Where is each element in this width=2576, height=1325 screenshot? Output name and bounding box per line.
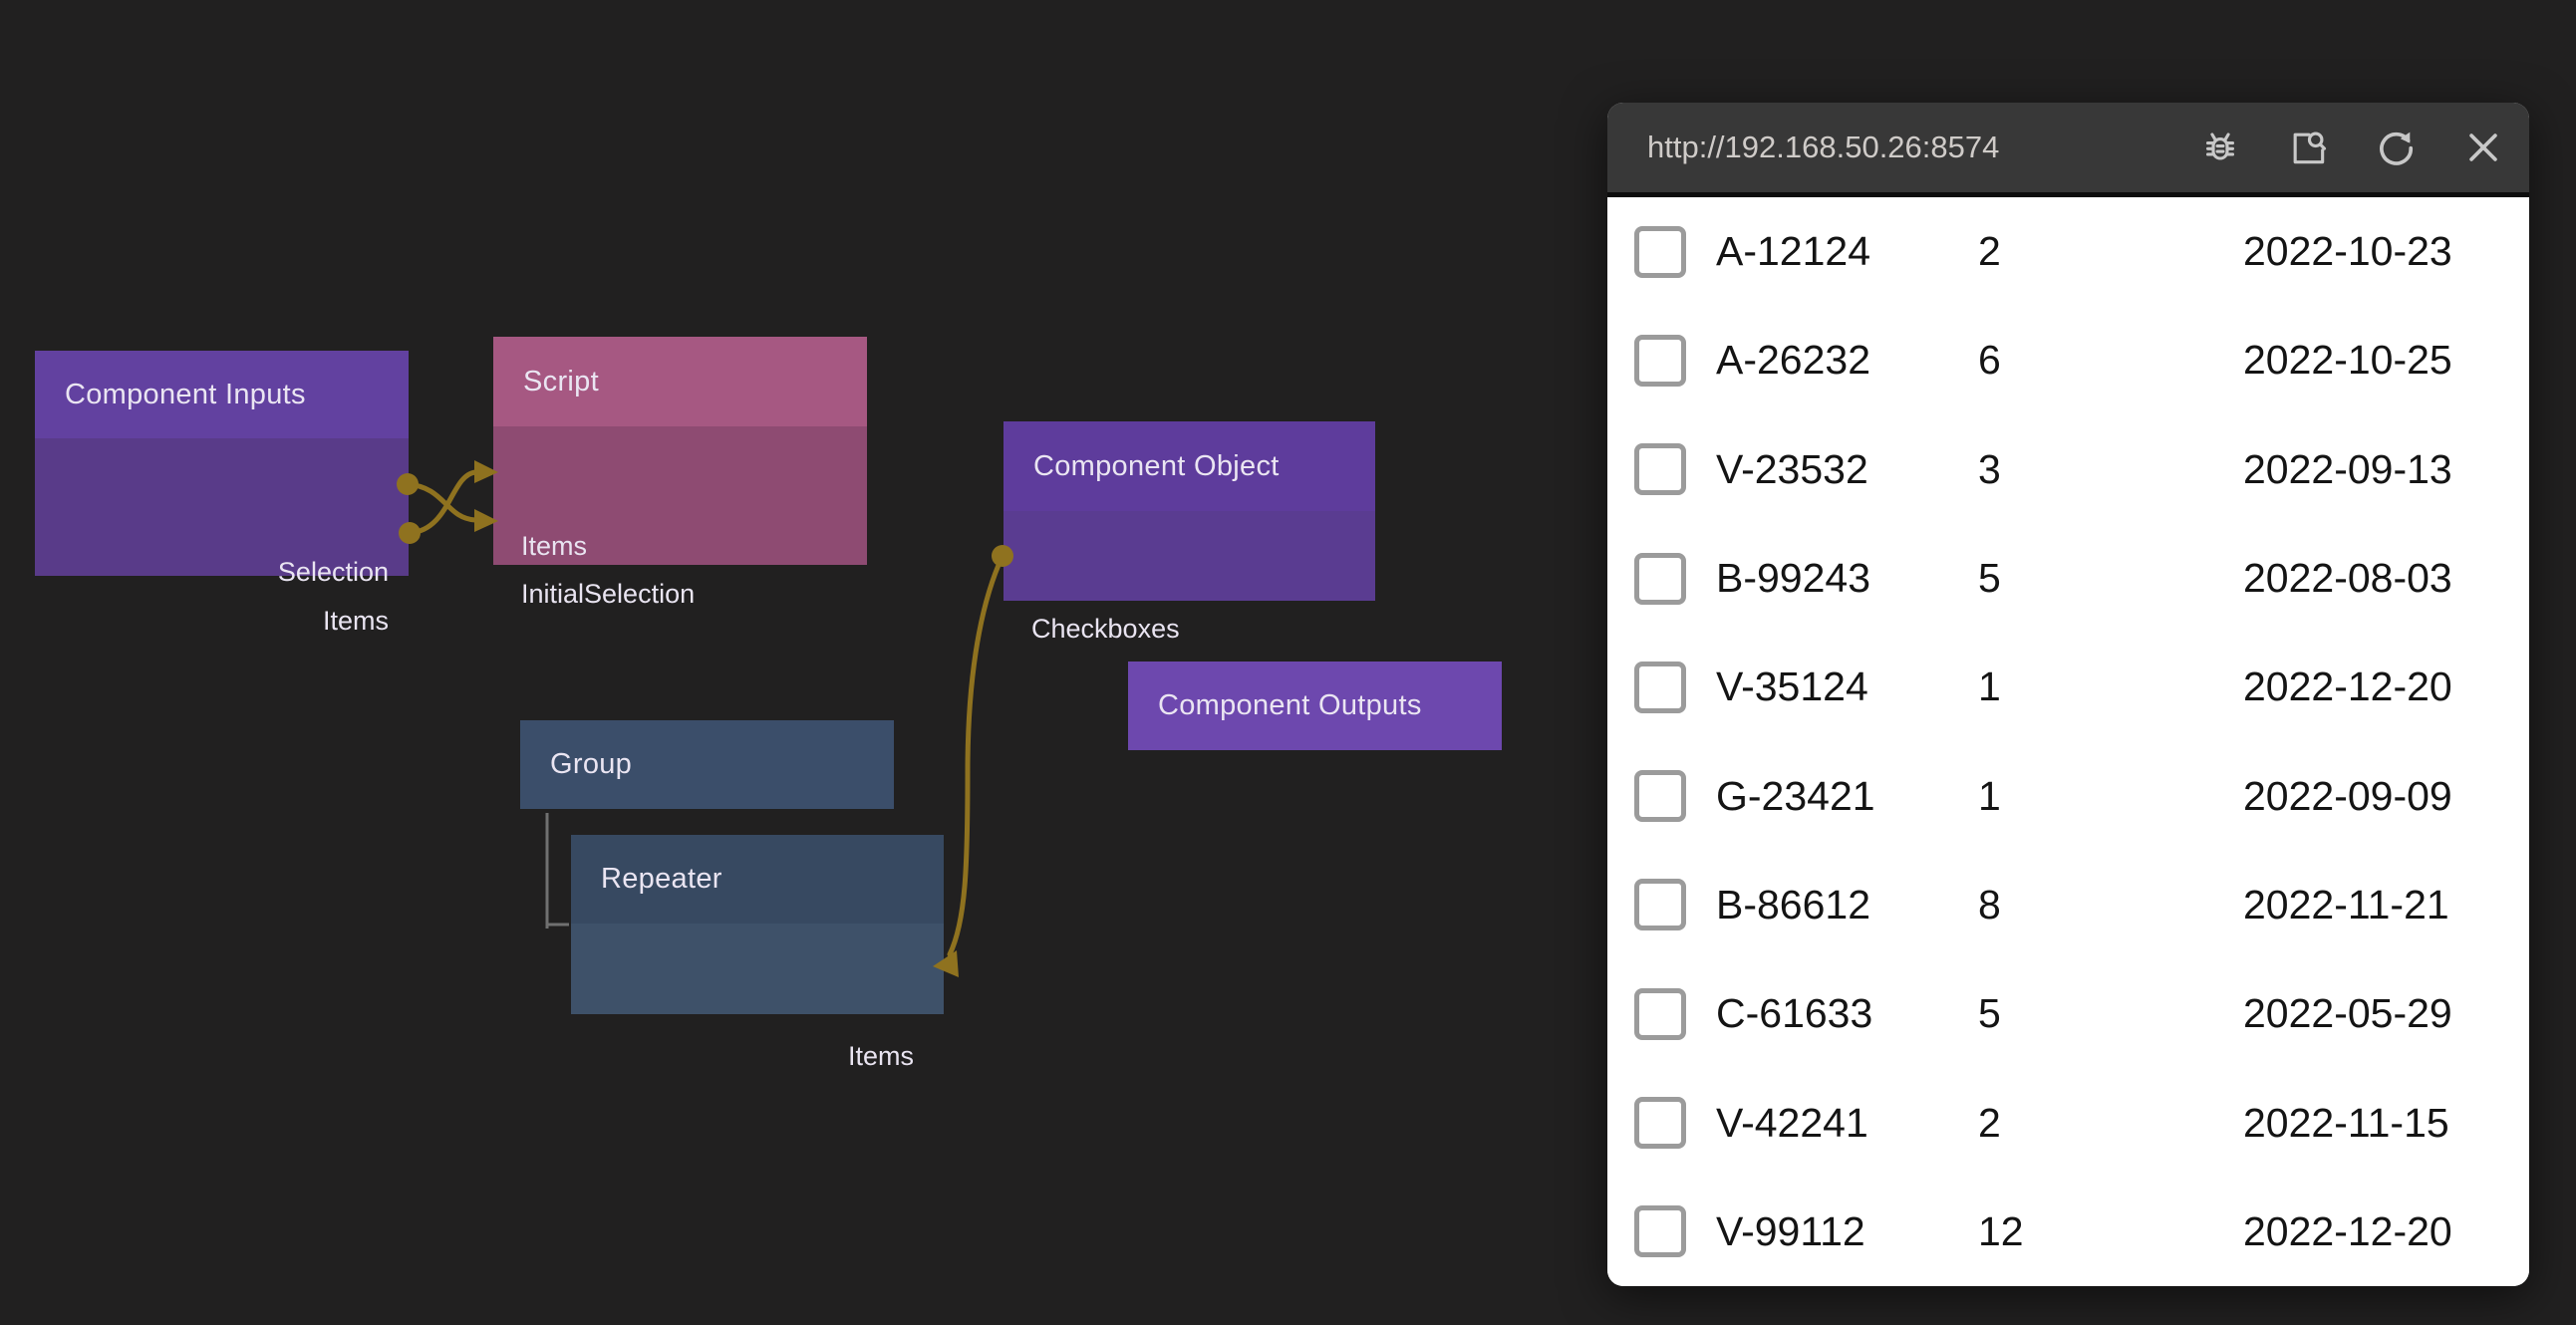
item-id: V-42241 bbox=[1716, 1099, 1868, 1146]
node-body: Items bbox=[571, 924, 944, 1071]
item-id: B-99243 bbox=[1716, 555, 1871, 602]
item-qty: 2 bbox=[1978, 228, 2001, 275]
preview-toolbar bbox=[2198, 126, 2505, 169]
item-id: A-12124 bbox=[1716, 228, 1871, 275]
node-title: Repeater bbox=[571, 835, 944, 924]
row-checkbox[interactable] bbox=[1634, 661, 1686, 713]
row-checkbox[interactable] bbox=[1634, 1205, 1686, 1258]
item-date: 2022-12-20 bbox=[2243, 663, 2452, 710]
list-item[interactable]: A-12124 2 2022-10-23 bbox=[1607, 197, 2529, 306]
item-date: 2022-11-15 bbox=[2243, 1099, 2449, 1146]
item-id: V-23532 bbox=[1716, 445, 1868, 492]
item-qty: 6 bbox=[1978, 337, 2001, 384]
node-component-object[interactable]: Component Object Checkboxes bbox=[1003, 421, 1375, 644]
refresh-icon[interactable] bbox=[2374, 126, 2418, 169]
item-date: 2022-10-23 bbox=[2243, 228, 2452, 275]
item-date: 2022-11-21 bbox=[2243, 881, 2449, 928]
node-body: Checkboxes bbox=[1003, 511, 1375, 644]
node-body: Items InitialSelection bbox=[493, 426, 867, 609]
node-component-outputs[interactable]: Component Outputs bbox=[1128, 662, 1502, 750]
item-date: 2022-09-13 bbox=[2243, 445, 2452, 492]
item-qty: 3 bbox=[1978, 445, 2001, 492]
node-component-inputs[interactable]: Component Inputs Selection Items bbox=[35, 351, 409, 636]
debug-icon[interactable] bbox=[2198, 126, 2242, 169]
row-checkbox[interactable] bbox=[1634, 552, 1686, 605]
node-title: Group bbox=[520, 720, 894, 809]
node-title: Component Object bbox=[1003, 421, 1375, 511]
port-checkboxes-output[interactable]: Checkboxes bbox=[1031, 614, 1180, 644]
group-child-connector bbox=[545, 813, 569, 928]
item-qty: 12 bbox=[1978, 1207, 2024, 1254]
item-date: 2022-12-20 bbox=[2243, 1207, 2452, 1254]
open-preview-icon[interactable] bbox=[2286, 126, 2330, 169]
port-selection-output[interactable]: Selection bbox=[277, 557, 389, 587]
row-checkbox[interactable] bbox=[1634, 225, 1686, 278]
list-item[interactable]: V-35124 1 2022-12-20 bbox=[1607, 633, 2529, 741]
item-qty: 1 bbox=[1978, 772, 2001, 819]
port-initialselection-input[interactable]: InitialSelection bbox=[521, 579, 696, 609]
wire-selection-initialselection bbox=[405, 481, 478, 523]
wire-checkboxes-items bbox=[947, 553, 1005, 957]
row-checkbox[interactable] bbox=[1634, 1097, 1686, 1150]
wire-items-items bbox=[407, 469, 478, 536]
row-checkbox[interactable] bbox=[1634, 987, 1686, 1040]
item-id: A-26232 bbox=[1716, 337, 1871, 384]
list-item[interactable]: V-23532 3 2022-09-13 bbox=[1607, 415, 2529, 524]
node-group[interactable]: Group bbox=[520, 720, 894, 809]
item-id: V-35124 bbox=[1716, 663, 1868, 710]
close-icon[interactable] bbox=[2461, 126, 2505, 169]
list-item[interactable]: B-86612 8 2022-11-21 bbox=[1607, 851, 2529, 959]
node-title: Component Inputs bbox=[35, 351, 409, 438]
preview-header: http://192.168.50.26:8574 bbox=[1607, 103, 2529, 197]
row-checkbox[interactable] bbox=[1634, 334, 1686, 387]
item-qty: 5 bbox=[1978, 555, 2001, 602]
node-title: Component Outputs bbox=[1128, 662, 1502, 750]
item-qty: 1 bbox=[1978, 663, 2001, 710]
port-items-output[interactable]: Items bbox=[322, 606, 389, 636]
port-items-input[interactable]: Items bbox=[847, 1041, 914, 1071]
item-date: 2022-08-03 bbox=[2243, 555, 2452, 602]
item-qty: 5 bbox=[1978, 990, 2001, 1037]
item-date: 2022-09-09 bbox=[2243, 772, 2452, 819]
node-body: Selection Items bbox=[35, 438, 409, 636]
row-checkbox[interactable] bbox=[1634, 443, 1686, 496]
row-checkbox[interactable] bbox=[1634, 770, 1686, 823]
preview-list: A-12124 2 2022-10-23 A-26232 6 2022-10-2… bbox=[1607, 197, 2529, 1286]
row-checkbox[interactable] bbox=[1634, 879, 1686, 931]
url-text[interactable]: http://192.168.50.26:8574 bbox=[1647, 130, 2000, 164]
list-item[interactable]: G-23421 1 2022-09-09 bbox=[1607, 741, 2529, 850]
item-id: G-23421 bbox=[1716, 772, 1875, 819]
item-qty: 8 bbox=[1978, 881, 2001, 928]
item-date: 2022-05-29 bbox=[2243, 990, 2452, 1037]
list-item[interactable]: B-99243 5 2022-08-03 bbox=[1607, 524, 2529, 633]
list-item[interactable]: V-42241 2 2022-11-15 bbox=[1607, 1068, 2529, 1177]
list-item[interactable]: V-99112 12 2022-12-20 bbox=[1607, 1178, 2529, 1286]
browser-preview-panel: http://192.168.50.26:8574 bbox=[1607, 103, 2529, 1286]
item-date: 2022-10-25 bbox=[2243, 337, 2452, 384]
node-script[interactable]: Script Items InitialSelection bbox=[493, 337, 867, 609]
port-items-input[interactable]: Items bbox=[521, 531, 588, 561]
list-item[interactable]: A-26232 6 2022-10-25 bbox=[1607, 306, 2529, 414]
node-title: Script bbox=[493, 337, 867, 426]
item-id: B-86612 bbox=[1716, 881, 1871, 928]
node-repeater[interactable]: Repeater Items bbox=[571, 835, 944, 1071]
item-id: V-99112 bbox=[1716, 1207, 1865, 1254]
item-qty: 2 bbox=[1978, 1099, 2001, 1146]
list-item[interactable]: C-61633 5 2022-05-29 bbox=[1607, 959, 2529, 1068]
item-id: C-61633 bbox=[1716, 990, 1873, 1037]
